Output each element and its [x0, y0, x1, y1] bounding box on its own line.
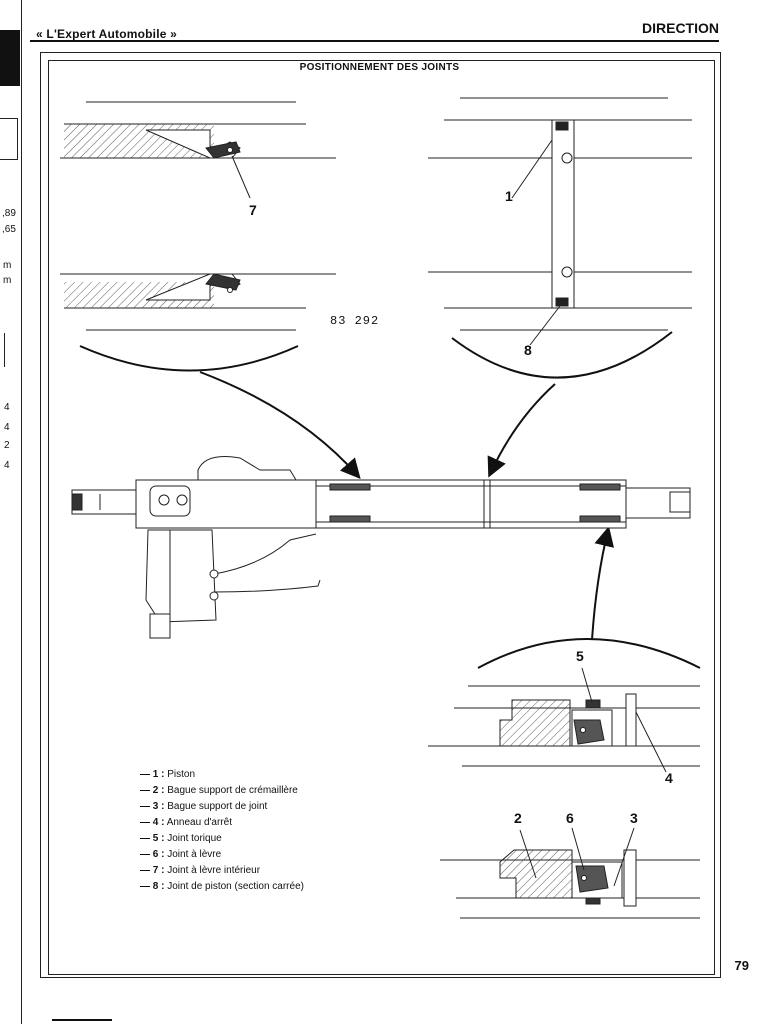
arrow-to-rack-center [487, 383, 556, 478]
figure-title: POSITIONNEMENT DES JOINTS [299, 62, 460, 73]
steering-rack-assembly [71, 456, 691, 639]
magnifier-arc-bottom [477, 638, 701, 669]
figure-frame-inner [48, 60, 715, 975]
figure-frame [40, 52, 721, 978]
margin-fragment: 2 [4, 440, 10, 451]
legend-item: — 6 : Joint à lèvre [140, 847, 304, 863]
header-rule [30, 40, 719, 42]
legend-text: Joint à lèvre [167, 849, 222, 860]
legend-number: — 1 : [140, 769, 165, 780]
thumb-index-tab [0, 30, 20, 86]
arrow-to-rack-right [591, 526, 614, 641]
legend-number: — 4 : [140, 817, 165, 828]
margin-fragment: 4 [4, 422, 10, 433]
callout-5: 5 [576, 648, 584, 664]
detail-oring-retaining-ring [428, 685, 700, 773]
publication-title: « L'Expert Automobile » [36, 27, 178, 41]
legend-number: — 3 : [140, 801, 165, 812]
detail-piston [428, 97, 692, 346]
legend-text: Bague support de crémaillère [167, 785, 298, 796]
legend-text: Anneau d'arrêt [166, 817, 232, 828]
section-title: DIRECTION [642, 20, 719, 36]
detail-lip-seal-inner [60, 101, 336, 199]
page-number: 79 [734, 958, 749, 973]
legend-number: — 2 : [140, 785, 165, 796]
margin-fragment: 4 [4, 460, 10, 471]
legend-item: — 2 : Bague support de crémaillère [140, 783, 304, 799]
margin-fragment: 4 [4, 402, 10, 413]
callout-7: 7 [249, 202, 257, 218]
legend-item: — 8 : Joint de piston (section carrée) [140, 879, 304, 895]
figure-legend: — 1 : Piston — 2 : Bague support de crém… [140, 767, 304, 895]
legend-item: — 7 : Joint à lèvre intérieur [140, 863, 304, 879]
legend-text: Joint à lèvre intérieur [167, 865, 261, 876]
margin-fragment: ,65 [2, 224, 16, 235]
magnifier-arc-right [451, 331, 673, 379]
magnifier-arc-left [79, 345, 299, 372]
detail-rack-bush-lip-seal [440, 667, 700, 919]
legend-number: — 6 : [140, 849, 165, 860]
legend-item: — 3 : Bague support de joint [140, 799, 304, 815]
legend-text: Bague support de joint [167, 801, 268, 812]
detail-lip-seal-inner-2 [60, 273, 336, 331]
legend-number: — 5 : [140, 833, 165, 844]
legend-item: — 1 : Piston [140, 767, 304, 783]
callout-1: 1 [505, 188, 513, 204]
callout-2: 2 [514, 810, 522, 826]
callout-6: 6 [566, 810, 574, 826]
bottom-rule [52, 1019, 112, 1021]
figure-reference: 83 292 [330, 314, 380, 328]
margin-fragment: m [3, 275, 12, 286]
margin-fragment: m [3, 260, 12, 271]
margin-box [0, 118, 18, 160]
legend-item: — 5 : Joint torique [140, 831, 304, 847]
legend-item: — 4 : Anneau d'arrêt [140, 815, 304, 831]
legend-text: Piston [167, 769, 196, 780]
callout-8: 8 [524, 342, 532, 358]
legend-number: — 7 : [140, 865, 165, 876]
margin-fragment: ,89 [2, 208, 16, 219]
binding-edge-line [21, 0, 22, 1024]
margin-box-2 [0, 333, 5, 367]
legend-text: Joint de piston (section carrée) [167, 881, 304, 892]
arrow-to-rack-left [199, 371, 361, 480]
legend-text: Joint torique [167, 833, 222, 844]
legend-number: — 8 : [140, 881, 165, 892]
callout-4: 4 [665, 770, 673, 786]
callout-3: 3 [630, 810, 638, 826]
